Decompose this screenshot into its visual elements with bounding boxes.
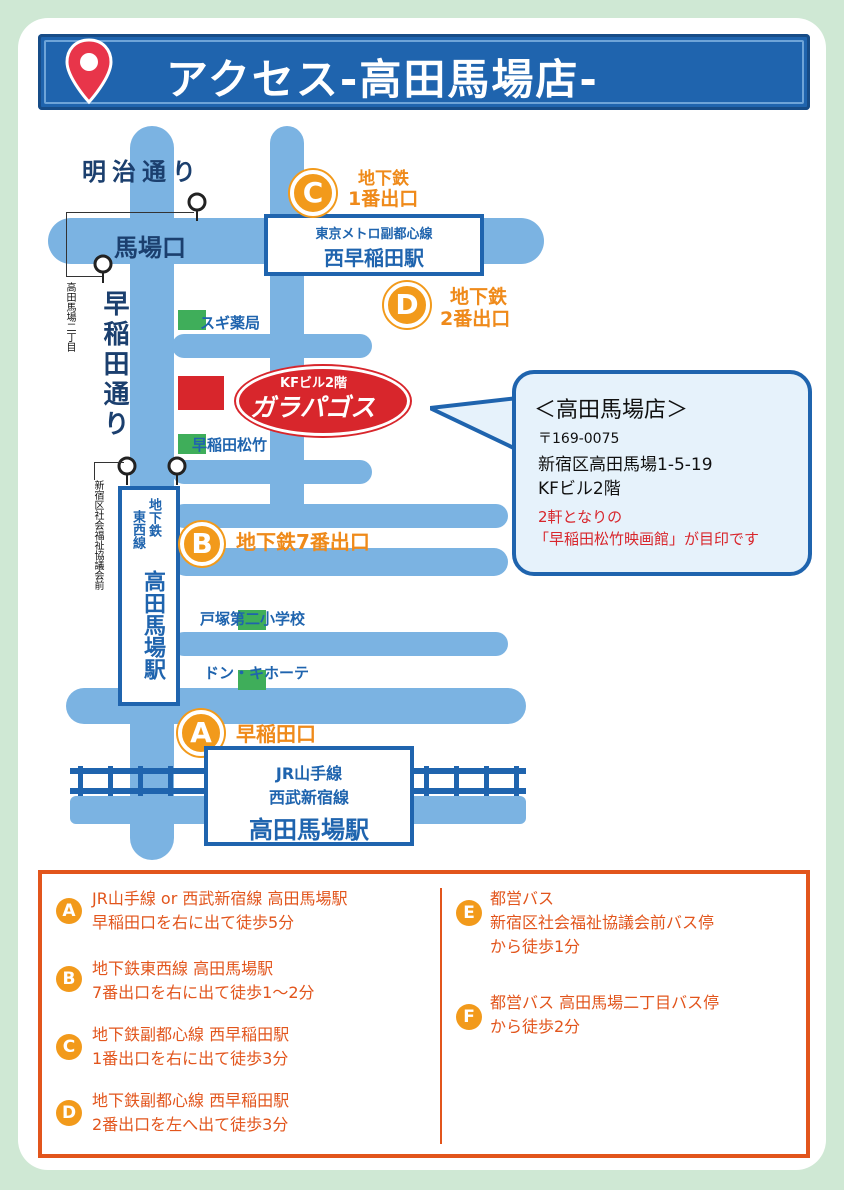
callout-address-1: 新宿区高田馬場1-5-19 bbox=[538, 455, 713, 475]
station-line-label: 東西線 bbox=[130, 510, 145, 549]
landmark-donki: ドン・キホーテ bbox=[204, 664, 310, 682]
shop-address-callout: ＜高田馬場店＞ 〒169-0075 新宿区高田馬場1-5-19 KFビル2階 2… bbox=[512, 370, 812, 576]
exit-d-label-2: 2番出口 bbox=[440, 308, 511, 330]
leader-line bbox=[94, 462, 124, 463]
street-label-waseda: 早稲田通り bbox=[99, 290, 129, 440]
legend-badge-e: E bbox=[456, 900, 482, 926]
shop-name: ガラパゴス bbox=[250, 393, 376, 422]
callout-title: ＜高田馬場店＞ bbox=[534, 398, 689, 423]
callout-note-1: 2軒となりの bbox=[538, 508, 623, 526]
landmark-school: 戸塚第二小学校 bbox=[200, 610, 306, 628]
leader-line bbox=[66, 276, 102, 277]
legend-badge-c: C bbox=[56, 1034, 82, 1060]
legend-c-line-1: 地下鉄副都心線 西早稲田駅 bbox=[92, 1025, 290, 1044]
legend-divider bbox=[440, 888, 442, 1144]
landmark-cinema: 早稲田松竹 bbox=[192, 436, 268, 454]
road-street-3 bbox=[172, 504, 508, 528]
exit-b-marker: B bbox=[180, 522, 224, 566]
legend-badge-a: A bbox=[56, 898, 82, 924]
station-line-label: JR山手線 bbox=[275, 764, 343, 783]
access-directions-box: A JR山手線 or 西武新宿線 高田馬場駅 早稲田口を右に出て徒歩5分 B 地… bbox=[38, 870, 810, 1158]
legend-d-line-1: 地下鉄副都心線 西早稲田駅 bbox=[92, 1091, 290, 1110]
legend-f-line-1: 都営バス 高田馬場二丁目バス停 bbox=[490, 993, 720, 1012]
exit-b-label: 地下鉄7番出口 bbox=[236, 530, 370, 554]
legend-e-line-2: 新宿区社会福祉協議会前バス停 bbox=[490, 913, 715, 932]
legend-badge-d: D bbox=[56, 1100, 82, 1126]
legend-a-line-2: 早稲田口を右に出て徒歩5分 bbox=[92, 913, 295, 932]
map-pin-icon bbox=[64, 38, 114, 110]
shop-label-bubble bbox=[236, 366, 410, 436]
exit-c-label-2: 1番出口 bbox=[348, 188, 419, 210]
road-street-5 bbox=[172, 632, 508, 656]
page-header: アクセス-高田馬場店- bbox=[38, 34, 810, 110]
legend-b-line-2: 7番出口を右に出て徒歩1～2分 bbox=[92, 983, 315, 1002]
shop-building: KFビル2階 bbox=[280, 376, 347, 391]
exit-c-label-1: 地下鉄 bbox=[358, 169, 409, 189]
legend-badge-b: B bbox=[56, 966, 82, 992]
leader-line bbox=[66, 212, 194, 213]
shop-location-marker bbox=[178, 376, 224, 410]
page-title: アクセス-高田馬場店- bbox=[166, 55, 599, 104]
bus-stop-icon bbox=[167, 456, 187, 485]
legend-a-line-1: JR山手線 or 西武新宿線 高田馬場駅 bbox=[92, 889, 348, 908]
bus-stop-icon bbox=[117, 456, 137, 485]
landmark-marker bbox=[178, 434, 206, 454]
legend-d-line-2: 2番出口を左へ出て徒歩3分 bbox=[92, 1115, 289, 1134]
landmark-sugi: スギ薬局 bbox=[200, 314, 261, 332]
landmark-marker bbox=[238, 610, 266, 630]
legend-badge-f: F bbox=[456, 1004, 482, 1030]
exit-d-marker: D bbox=[384, 282, 430, 328]
station-name: 高田馬場駅 bbox=[249, 816, 369, 844]
station-line-label: 地下鉄 bbox=[146, 498, 161, 537]
callout-postal: 〒169-0075 bbox=[538, 431, 620, 447]
legend-f-line-2: から徒歩2分 bbox=[490, 1017, 581, 1036]
road-street-4 bbox=[172, 548, 508, 576]
street-label-meiji: 明治通り bbox=[82, 158, 202, 186]
exit-d-label-1: 地下鉄 bbox=[450, 286, 508, 308]
legend-c-line-2: 1番出口を右に出て徒歩3分 bbox=[92, 1049, 289, 1068]
exit-a-marker: A bbox=[178, 710, 224, 756]
callout-address-2: KFビル2階 bbox=[538, 479, 621, 499]
legend-b-line-1: 地下鉄東西線 高田馬場駅 bbox=[92, 959, 274, 978]
street-label-babaguchi: 馬場口 bbox=[114, 234, 186, 262]
legend-e-line-1: 都営バス bbox=[490, 889, 555, 908]
legend-e-line-3: から徒歩1分 bbox=[490, 937, 581, 956]
bus-stop-label-shakai: 新宿区社会福祉協議会前 bbox=[92, 480, 103, 590]
station-jr-takadanobaba: JR山手線 西武新宿線 高田馬場駅 bbox=[204, 746, 414, 846]
station-nishiwaseda: 東京メトロ副都心線 西早稲田駅 bbox=[264, 214, 484, 276]
leader-line bbox=[94, 462, 95, 480]
station-line-label: 東京メトロ副都心線 bbox=[315, 227, 433, 242]
landmark-marker bbox=[238, 670, 266, 690]
station-name: 高田馬場駅 bbox=[140, 570, 165, 680]
station-line-label: 西武新宿線 bbox=[268, 788, 349, 807]
callout-note-2: 「早稲田松竹映画館」が目印です bbox=[534, 530, 760, 548]
callout-pointer bbox=[430, 396, 520, 456]
bus-stop-label-nichome: 高田馬場二丁目 bbox=[64, 282, 75, 352]
bus-stop-icon bbox=[93, 254, 113, 283]
exit-a-label: 早稲田口 bbox=[236, 722, 316, 746]
bus-stop-icon bbox=[187, 192, 207, 221]
station-tozai: 地下鉄 東西線 高田馬場駅 bbox=[118, 486, 180, 706]
station-name: 西早稲田駅 bbox=[324, 246, 424, 270]
landmark-marker bbox=[178, 310, 206, 330]
exit-c-marker: C bbox=[290, 170, 336, 216]
road-street-1 bbox=[172, 334, 372, 358]
road-street-2 bbox=[172, 460, 372, 484]
header-frame bbox=[44, 40, 804, 104]
leader-line bbox=[66, 212, 67, 276]
